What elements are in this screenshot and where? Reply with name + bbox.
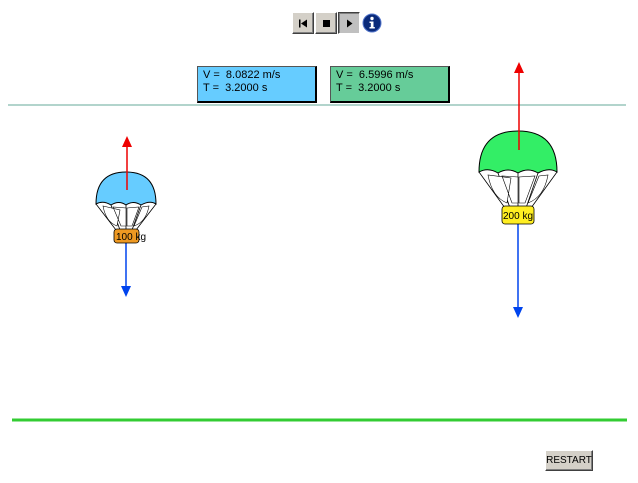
canopy-right: [478, 130, 558, 174]
mass-label-left: 100 kg: [116, 232, 146, 243]
play-button[interactable]: [338, 12, 360, 34]
stop-icon: [322, 19, 330, 27]
info-icon: [362, 13, 382, 33]
weight-arrowhead-right: [513, 307, 523, 318]
time-readout: T = 3.2000 s: [336, 82, 401, 94]
canopy-left: [95, 171, 157, 206]
play-icon: [346, 19, 352, 27]
velocity-readout: V = 6.5996 m/s: [336, 69, 414, 81]
load-right: [501, 205, 535, 225]
weight-arrowhead-left: [121, 286, 131, 297]
skip-back-icon: [299, 19, 307, 27]
parachute-right: [478, 62, 558, 318]
readout-right-parachute: V = 6.5996 m/s T = 3.2000 s: [330, 66, 450, 103]
info-button[interactable]: [361, 12, 383, 34]
velocity-readout: V = 8.0822 m/s: [203, 69, 281, 81]
time-readout: T = 3.2000 s: [203, 82, 268, 94]
restart-button[interactable]: RESTART: [545, 450, 593, 471]
mass-label-right: 200 kg: [503, 211, 533, 222]
drag-arrowhead-left: [122, 136, 132, 147]
playback-controls: [292, 12, 383, 36]
parachute-left: [95, 136, 157, 297]
load-left: [113, 228, 140, 244]
rewind-button[interactable]: [292, 12, 314, 34]
drag-arrowhead-right: [514, 62, 524, 73]
stop-button[interactable]: [315, 12, 337, 34]
readout-left-parachute: V = 8.0822 m/s T = 3.2000 s: [197, 66, 317, 103]
